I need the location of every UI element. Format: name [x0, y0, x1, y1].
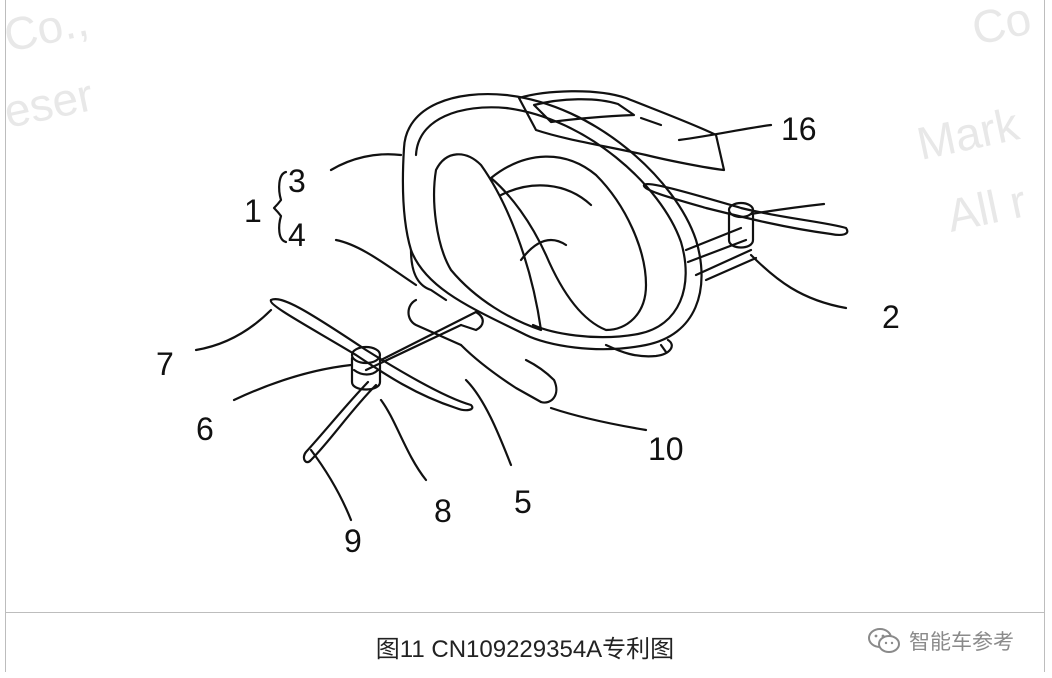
- label-10: 10: [648, 431, 684, 467]
- watermark-tr3: All r: [942, 174, 1030, 241]
- source-credit: 智能车参考: [867, 623, 1014, 659]
- label-7: 7: [156, 346, 174, 382]
- label-16: 16: [781, 111, 817, 147]
- watermark-tl1: Co.,: [6, 0, 93, 62]
- label-8: 8: [434, 493, 452, 529]
- watermark-tr2: Mark: [912, 97, 1024, 169]
- label-2: 2: [882, 299, 900, 335]
- label-1: 1: [244, 193, 262, 229]
- watermark-tr1: Co: [967, 0, 1035, 55]
- label-3: 3: [288, 163, 306, 199]
- label-9: 9: [344, 523, 362, 559]
- caption-bar: 图11 CN109229354A专利图 智能车参考: [6, 612, 1044, 672]
- drone-drawing: Co., eser Co Mark All r: [0, 0, 1036, 559]
- drone-body: [194, 90, 849, 522]
- label-5: 5: [514, 484, 532, 520]
- figure-caption: 图11 CN109229354A专利图: [375, 636, 675, 663]
- source-name: 智能车参考: [909, 630, 1014, 654]
- wechat-icon: [868, 628, 900, 653]
- watermark-tl2: eser: [6, 68, 98, 137]
- label-6: 6: [196, 411, 214, 447]
- label-4: 4: [288, 217, 306, 253]
- patent-figure: Co., eser Co Mark All r: [0, 0, 1044, 612]
